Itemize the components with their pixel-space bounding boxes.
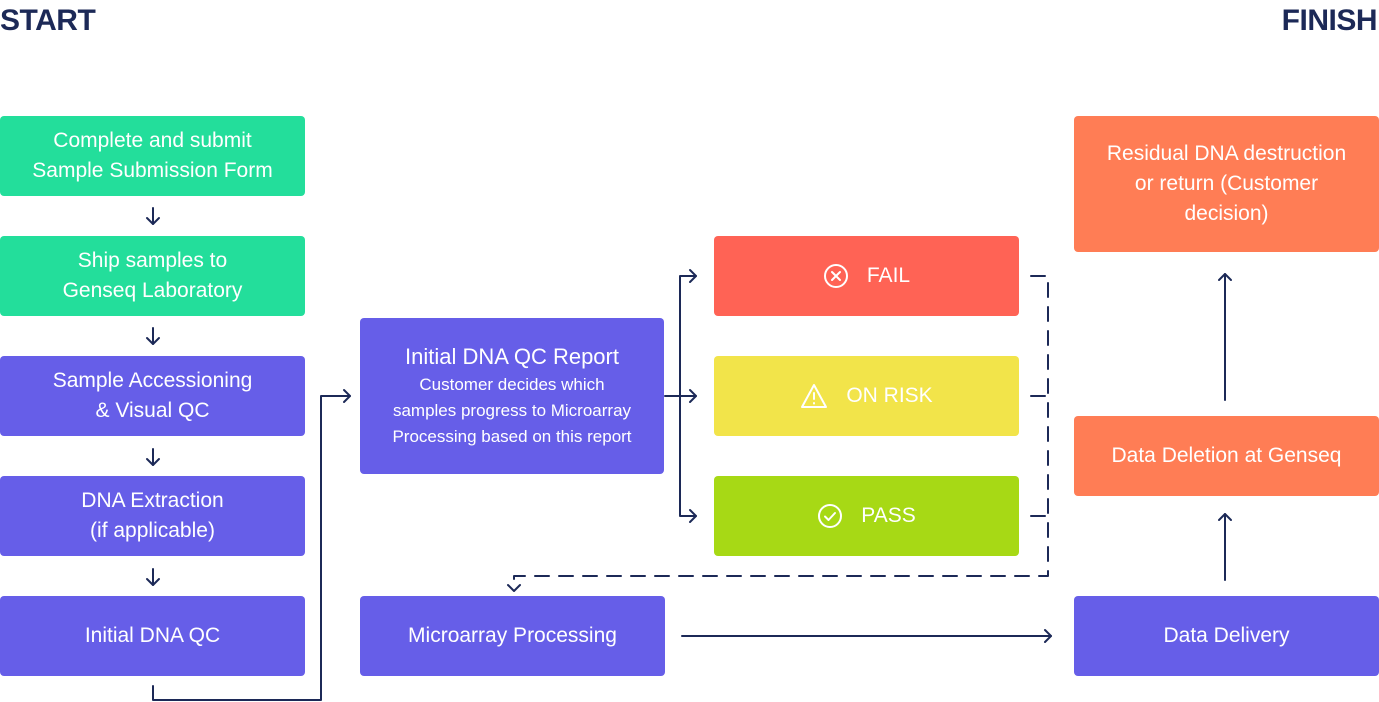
qc-report-note-line-1: Customer decides which [419, 375, 605, 394]
outcome-fail-label: FAIL [866, 264, 911, 287]
step-dna-extraction-line-2: (if applicable) [90, 519, 215, 542]
arrow-ship-to-accessioning [146, 327, 160, 345]
step-accessioning-line-1: Sample Accessioning [52, 369, 253, 392]
step-ship-samples: Ship samples to Genseq Laboratory [0, 236, 305, 316]
step-ship-samples-line-1: Ship samples to [77, 249, 228, 272]
outcome-fail: FAIL [714, 236, 1019, 316]
arrow-deletion-to-residual [1218, 273, 1232, 401]
step-submit-form-line-2: Sample Submission Form [32, 159, 273, 182]
step-accessioning-line-2: & Visual QC [95, 399, 210, 422]
arrow-accessioning-to-extraction [146, 448, 160, 466]
step-dna-extraction: DNA Extraction (if applicable) [0, 476, 305, 556]
finish-heading: FINISH [1281, 4, 1378, 37]
step-residual-dna: Residual DNA destruction or return (Cust… [1074, 116, 1379, 252]
step-data-deletion: Data Deletion at Genseq [1074, 416, 1379, 496]
warning-triangle-icon [801, 384, 828, 408]
step-initial-qc: Initial DNA QC [0, 596, 305, 676]
step-data-delivery-label: Data Delivery [1163, 624, 1290, 647]
qc-report-note-line-2: samples progress to Microarray [392, 401, 632, 420]
step-ship-samples-line-2: Genseq Laboratory [62, 279, 243, 302]
qc-report-title: Initial DNA QC Report [405, 344, 619, 369]
step-residual-dna-line-1: Residual DNA destruction [1106, 142, 1347, 165]
outcome-pass: PASS [714, 476, 1019, 556]
step-data-delivery: Data Delivery [1074, 596, 1379, 676]
step-submit-form-line-1: Complete and submit [53, 129, 252, 152]
qc-report-note-line-3: Processing based on this report [392, 427, 632, 446]
step-dna-extraction-line-1: DNA Extraction [81, 489, 224, 512]
step-residual-dna-line-3: decision) [1184, 202, 1269, 225]
step-accessioning: Sample Accessioning & Visual QC [0, 356, 305, 436]
outcome-on-risk: ON RISK [714, 356, 1019, 436]
arrow-microarray-to-delivery [681, 629, 1052, 643]
step-microarray-label: Microarray Processing [408, 624, 617, 647]
start-heading: START [0, 4, 96, 37]
arrow-initial-qc-to-report [152, 389, 351, 701]
arrow-report-to-outcomes [664, 269, 697, 523]
arrow-submit-to-ship [146, 207, 160, 225]
step-data-deletion-label: Data Deletion at Genseq [1111, 444, 1342, 467]
arrow-extraction-to-initial-qc [146, 568, 160, 586]
circle-check-icon [818, 504, 843, 528]
step-microarray: Microarray Processing [360, 596, 665, 676]
outcome-pass-label: PASS [861, 504, 916, 527]
arrow-delivery-to-deletion [1218, 513, 1232, 581]
outcome-on-risk-label: ON RISK [846, 384, 933, 407]
step-initial-qc-label: Initial DNA QC [84, 624, 221, 647]
step-qc-report: Initial DNA QC Report Customer decides w… [360, 318, 664, 474]
dashed-outcomes-to-microarray [513, 275, 1049, 587]
circle-x-icon [823, 264, 848, 288]
step-residual-dna-line-2: or return (Customer [1134, 172, 1319, 195]
dashed-arrow-head [507, 584, 521, 592]
step-submit-form: Complete and submit Sample Submission Fo… [0, 116, 305, 196]
